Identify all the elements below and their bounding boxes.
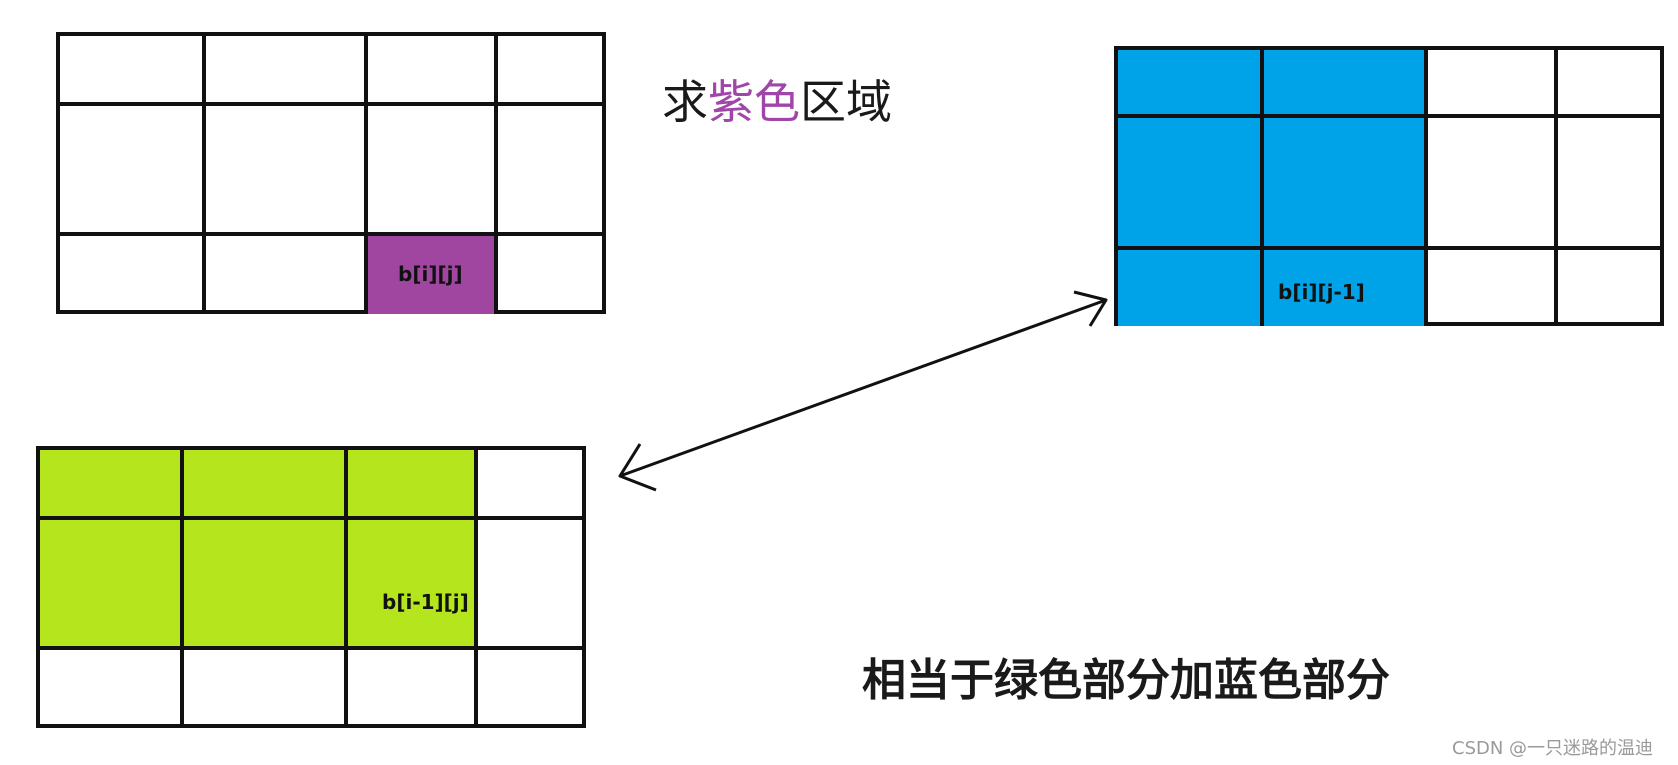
grid-cell bbox=[1428, 250, 1558, 326]
grid-top-right: b[i][j-1] bbox=[1114, 46, 1664, 326]
green-cell bbox=[348, 450, 478, 520]
grid-cell bbox=[206, 106, 368, 236]
target-cell-label: b[i][j] bbox=[398, 262, 463, 286]
grid-cell bbox=[184, 650, 348, 728]
title-prefix: 求 bbox=[662, 75, 708, 129]
target-cell-label: b[i-1][j] bbox=[382, 590, 469, 614]
grid-cell bbox=[1558, 118, 1664, 250]
green-cell bbox=[184, 520, 348, 650]
title-highlight: 紫色 bbox=[708, 75, 800, 129]
target-cell-label: b[i][j-1] bbox=[1278, 280, 1365, 304]
grid-top-left: b[i][j] bbox=[56, 32, 606, 314]
blue-target-cell: b[i][j-1] bbox=[1264, 250, 1428, 326]
green-cell bbox=[40, 450, 184, 520]
grid-cell bbox=[1428, 50, 1558, 118]
green-cell bbox=[184, 450, 348, 520]
grid-cell bbox=[206, 36, 368, 106]
diagram-title: 求紫色区域 bbox=[662, 66, 892, 132]
grid-cell bbox=[478, 450, 586, 520]
grid-cell bbox=[478, 520, 586, 650]
grid-cell bbox=[40, 650, 184, 728]
blue-cell bbox=[1264, 118, 1428, 250]
grid-cell bbox=[60, 236, 206, 314]
blue-cell bbox=[1264, 50, 1428, 118]
grid-bottom-left: b[i-1][j] bbox=[36, 446, 586, 728]
blue-cell bbox=[1118, 118, 1264, 250]
green-target-cell: b[i-1][j] bbox=[348, 520, 478, 650]
grid-cell bbox=[206, 236, 368, 314]
title-suffix: 区域 bbox=[800, 75, 892, 129]
grid-cell bbox=[498, 36, 606, 106]
grid-cell bbox=[1558, 50, 1664, 118]
grid-cell bbox=[60, 106, 206, 236]
watermark-text: CSDN @一只迷路的温迪 bbox=[1452, 738, 1654, 759]
grid-cell bbox=[498, 106, 606, 236]
grid-cell bbox=[368, 36, 498, 106]
grid-cell bbox=[60, 36, 206, 106]
blue-cell bbox=[1118, 250, 1264, 326]
purple-target-cell: b[i][j] bbox=[368, 236, 498, 314]
caption-text: 相当于绿色部分加蓝色部分 bbox=[862, 655, 1390, 706]
green-cell bbox=[40, 520, 184, 650]
blue-cell bbox=[1118, 50, 1264, 118]
grid-cell bbox=[368, 106, 498, 236]
grid-cell bbox=[348, 650, 478, 728]
grid-cell bbox=[1428, 118, 1558, 250]
